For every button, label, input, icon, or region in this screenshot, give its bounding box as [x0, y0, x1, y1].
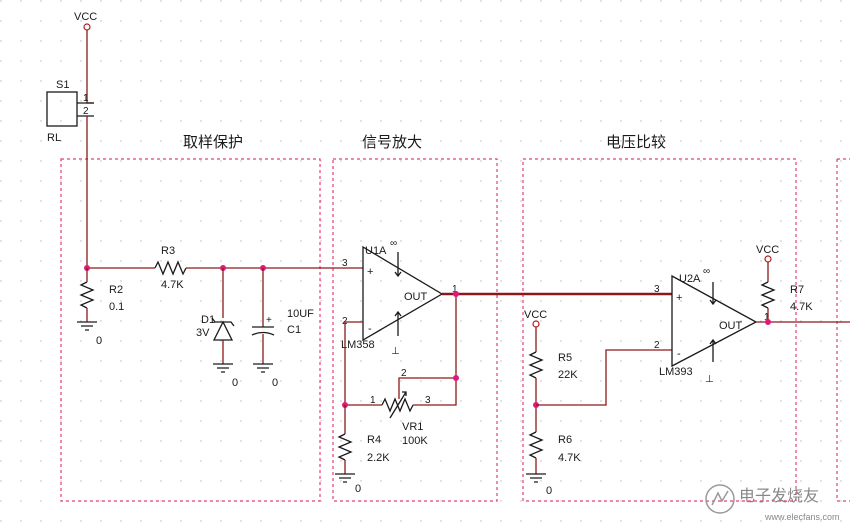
r3-value: 4.7K: [161, 279, 184, 291]
vcc-r5-label: VCC: [524, 309, 547, 321]
c1-ref: C1: [287, 324, 301, 336]
ground-c1: [253, 363, 273, 373]
resistor-r5: [528, 351, 544, 379]
wire-u1-minus: [344, 321, 363, 405]
relay-s1-name: RL: [47, 132, 61, 144]
u1a-pin3: 3: [342, 258, 348, 269]
r2-ref: R2: [109, 284, 123, 296]
resistor-r2: [79, 281, 95, 309]
r4-ground-label: 0: [355, 483, 361, 495]
junction-u1-out: [453, 291, 459, 297]
vcc-r7-label: VCC: [756, 244, 779, 256]
r6-ground-label: 0: [546, 485, 552, 497]
c1-ground-label: 0: [272, 377, 278, 389]
watermark-logo-mark: [711, 490, 729, 506]
u1a-gnd-mark: ⊥: [391, 346, 400, 357]
vcc-r7-terminal: [764, 255, 772, 263]
u1a-ref: U1A: [365, 245, 387, 257]
opamp-u1a: [362, 245, 444, 342]
relay-s1-pin1: 1: [83, 93, 89, 104]
u2a-gnd-mark: ⊥: [705, 374, 714, 385]
u2a-pin1: 1: [764, 312, 770, 323]
ground-d1: [213, 363, 233, 373]
d1-ground-label: 0: [232, 377, 238, 389]
u1a-mark: ∞: [390, 238, 397, 249]
vr1-ref: VR1: [402, 421, 423, 433]
d1-value: 3V: [196, 327, 210, 339]
vr1-pin2: 2: [401, 368, 407, 379]
r4-value: 2.2K: [367, 452, 390, 464]
resistor-r7: [760, 281, 776, 309]
section-box-amplify: [332, 158, 498, 502]
opamp-u1a-supply-pins: [394, 252, 402, 336]
potentiometer-vr1-arrow: [389, 391, 407, 419]
r6-value: 4.7K: [558, 452, 581, 464]
u2a-mark: ∞: [703, 266, 710, 277]
r7-value: 4.7K: [790, 301, 813, 313]
relay-s1-pins: [77, 102, 94, 117]
r5-value: 22K: [558, 369, 578, 381]
u1a-out: OUT: [404, 291, 428, 303]
section-box-compare: [522, 158, 797, 502]
watermark-title: 电子发烧友: [739, 486, 819, 505]
u2a-minus: -: [677, 348, 681, 360]
wire-vr1-right: [413, 296, 457, 406]
comparator-u2a: [671, 274, 758, 368]
zener-d1-bar: [211, 317, 235, 327]
c1-value: 10UF: [287, 308, 314, 320]
u1a-minus: -: [368, 323, 372, 335]
r2-value: 0.1: [109, 301, 124, 313]
capacitor-c1-plate-bottom: [251, 331, 275, 336]
u2a-part: LM393: [659, 366, 693, 378]
resistor-r6: [528, 431, 544, 459]
resistor-r4: [337, 433, 353, 461]
relay-s1-pin2: 2: [83, 106, 89, 117]
vr1-pin1: 1: [370, 395, 376, 406]
u1a-plus: +: [367, 266, 373, 278]
comparator-u2a-supply-pins: [709, 282, 717, 362]
vcc-r5-terminal: [532, 320, 540, 328]
wire-divider-u2: [536, 349, 672, 406]
watermark-logo-icon: [705, 484, 735, 514]
vr1-pin3: 3: [425, 395, 431, 406]
c1-plus-mark: +: [266, 315, 272, 326]
u2a-pin2: 2: [654, 340, 660, 351]
relay-s1-ref: S1: [56, 79, 69, 91]
d1-ref: D1: [201, 314, 215, 326]
u2a-out: OUT: [719, 320, 743, 332]
r6-ref: R6: [558, 434, 572, 446]
ground-r2: [77, 321, 97, 331]
junction-u2-out: [765, 319, 771, 325]
resistor-r3: [154, 260, 187, 276]
ground-r4: [335, 473, 355, 483]
u1a-pin1: 1: [452, 284, 458, 295]
r3-ref: R3: [161, 245, 175, 257]
u2a-plus: +: [676, 292, 682, 304]
ground-r6: [526, 473, 546, 483]
wire-vr1-wiper: [398, 377, 456, 399]
section-title-compare: 电压比较: [606, 133, 666, 151]
u1a-part: LM358: [341, 339, 375, 351]
r4-ref: R4: [367, 434, 381, 446]
r5-ref: R5: [558, 352, 572, 364]
junction-wiper: [453, 375, 459, 381]
u2a-ref: U2A: [679, 273, 701, 285]
watermark-url: www.elecfans.com: [764, 512, 840, 522]
section-title-amplify: 信号放大: [362, 133, 422, 151]
r2-ground-label: 0: [96, 335, 102, 347]
vcc-top-terminal: [83, 23, 91, 31]
relay-s1-body: [46, 91, 78, 127]
vr1-value: 100K: [402, 435, 428, 447]
u2a-pin3: 3: [654, 284, 660, 295]
r7-ref: R7: [790, 284, 804, 296]
vcc-top-label: VCC: [74, 11, 97, 23]
section-title-sampling: 取样保护: [183, 133, 243, 151]
section-box-next: [836, 158, 850, 502]
